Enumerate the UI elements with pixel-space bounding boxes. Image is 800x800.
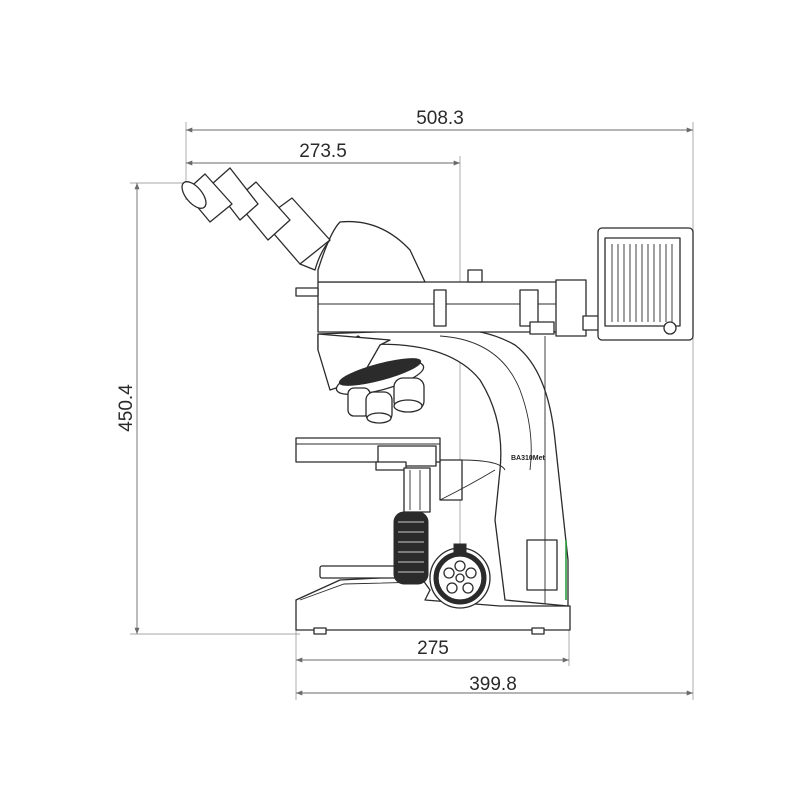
overall-width-label: 508.3 bbox=[416, 108, 464, 129]
focus-knob bbox=[393, 511, 491, 609]
microscope-body: BA310Met bbox=[181, 167, 694, 635]
stage bbox=[295, 437, 441, 471]
base-depth-label: 275 bbox=[417, 638, 449, 659]
base bbox=[295, 575, 571, 631]
lamp-house bbox=[597, 227, 694, 341]
dimension-overall-width: 508.3 bbox=[185, 108, 694, 232]
head-offset-label: 273.5 bbox=[299, 141, 347, 162]
dimension-height: 450.4 bbox=[116, 182, 300, 635]
nosepiece bbox=[317, 333, 425, 424]
arm bbox=[317, 328, 569, 607]
dimension-base-to-lamp: 399.8 bbox=[296, 336, 694, 700]
model-label: BA310Met bbox=[511, 455, 546, 462]
observation-head bbox=[181, 167, 426, 283]
height-label: 450.4 bbox=[116, 384, 137, 432]
base-to-lamp-label: 399.8 bbox=[469, 674, 517, 695]
